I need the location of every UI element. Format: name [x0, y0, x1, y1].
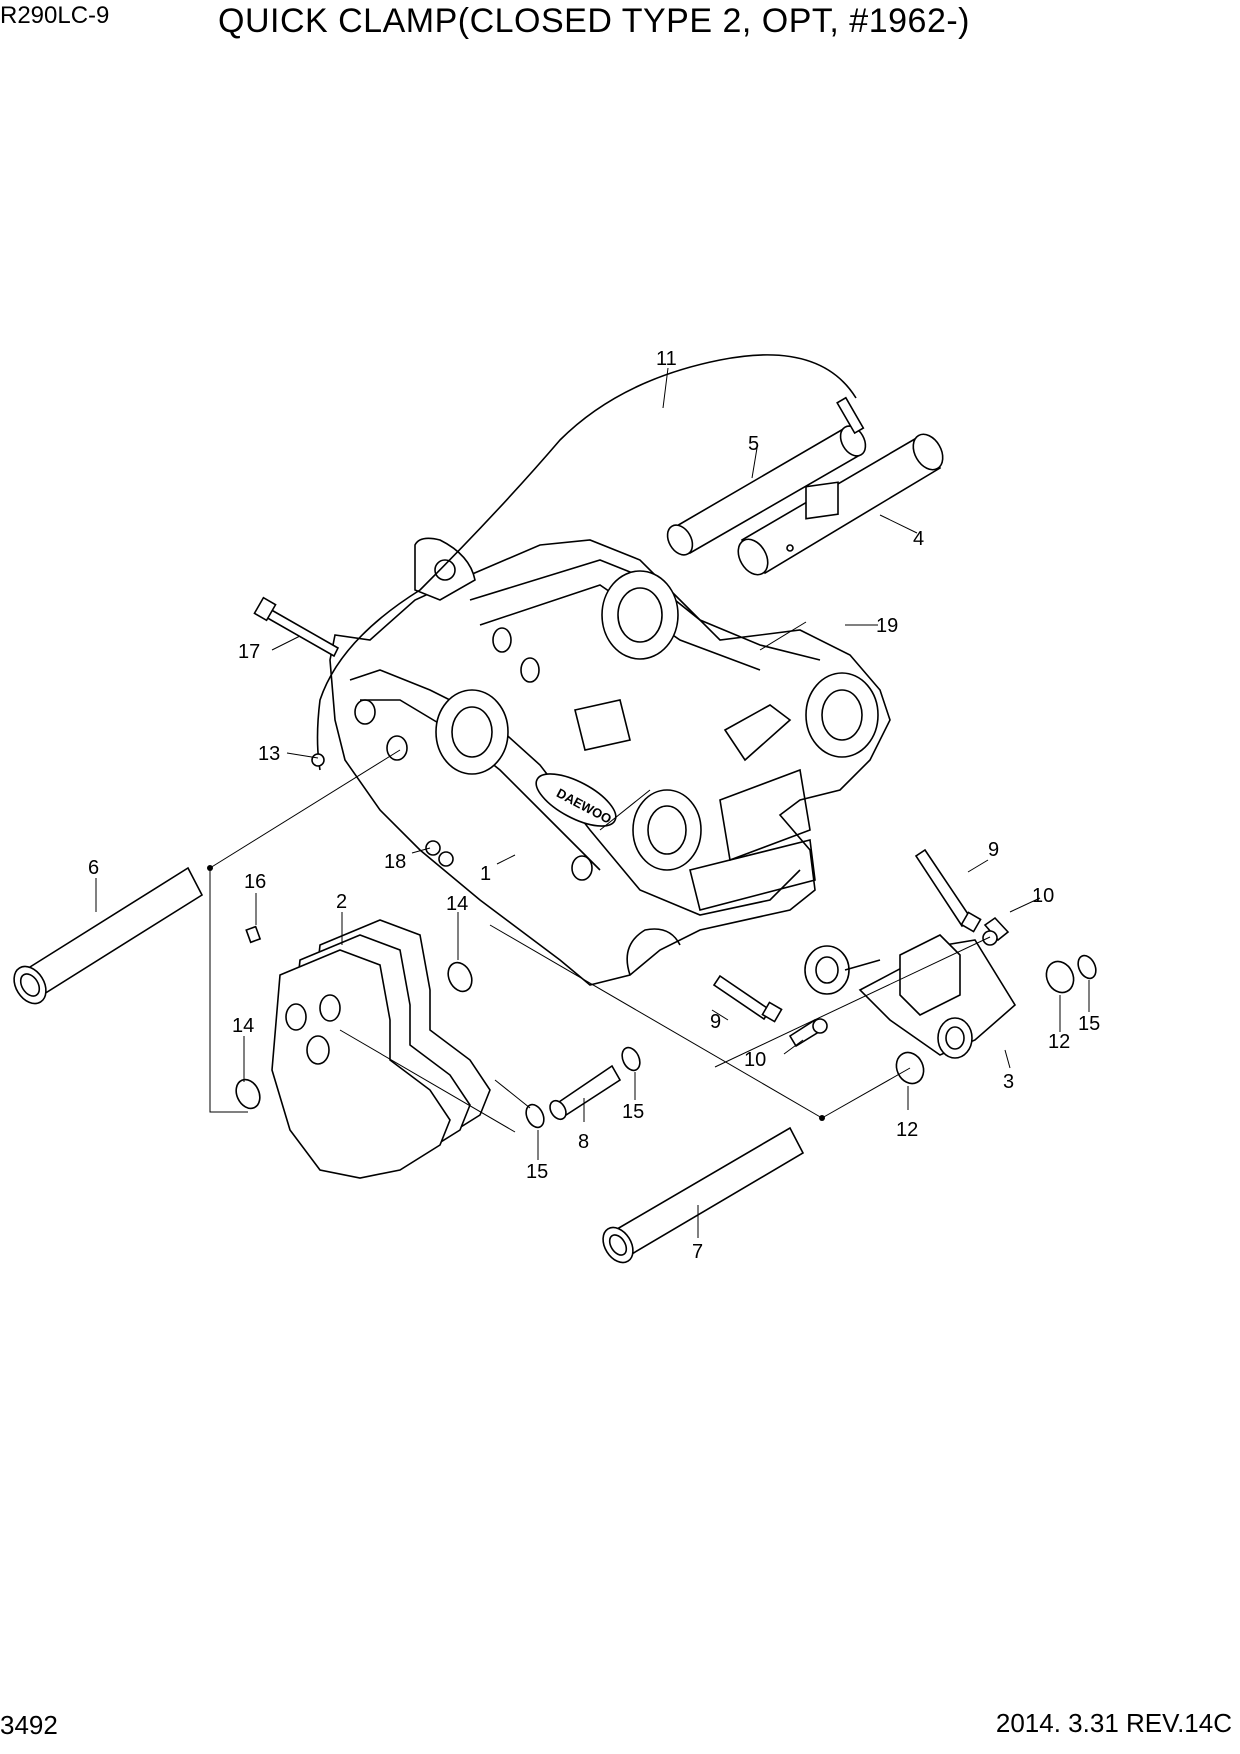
- callout-label: 12: [896, 1119, 918, 1141]
- snap-ring-part-14: [235, 1078, 261, 1110]
- snap-ring-part-15: [1077, 954, 1097, 980]
- decal-part-19: [805, 481, 839, 520]
- fitting-part-10: [982, 916, 1010, 946]
- pin-part-7: [602, 1126, 805, 1264]
- model-code: R290LC-9: [0, 2, 110, 29]
- callout-label: 13: [258, 743, 280, 765]
- callout-label: 2: [336, 891, 347, 913]
- callout-label: 16: [244, 871, 266, 893]
- pin-part-4: [737, 433, 944, 576]
- hose-part-9: [914, 848, 982, 933]
- cylinder-part-3: [804, 934, 1017, 1059]
- callout-label: 7: [692, 1241, 703, 1263]
- callout-label: 19: [876, 615, 898, 637]
- bolt-part-17: [253, 596, 340, 658]
- callout-label: 12: [1048, 1031, 1070, 1053]
- snap-ring-part-15: [621, 1046, 641, 1072]
- callout-label: 1: [480, 863, 491, 885]
- snap-ring-part-14: [447, 961, 473, 993]
- bushing-part-12: [1045, 960, 1075, 994]
- pin-part-8: [549, 1064, 622, 1121]
- snap-ring-part-15: [525, 1103, 545, 1129]
- page-title: QUICK CLAMP(CLOSED TYPE 2, OPT, #1962-): [218, 2, 970, 40]
- callout-label: 14: [232, 1015, 254, 1037]
- grease-nipple-part-16: [245, 925, 262, 944]
- callout-label: 11: [656, 348, 677, 370]
- callout-label: 3: [1003, 1071, 1014, 1093]
- fitting-part-10: [788, 1018, 828, 1048]
- callout-label: 4: [913, 528, 924, 550]
- callout-label: 18: [384, 851, 406, 873]
- pin-part-5: [666, 396, 867, 556]
- hose-part-9: [712, 974, 783, 1023]
- callout-labels: 1 2 3 4 5 6 7 8 9 9 10 10 11 12 12 13 14…: [88, 348, 1100, 1263]
- callout-label: 17: [238, 641, 260, 663]
- callout-label: 14: [446, 893, 468, 915]
- callout-label: 9: [988, 839, 999, 861]
- callout-label: 10: [1032, 885, 1054, 907]
- nut-part-18: [425, 840, 454, 867]
- page-number: 3492: [0, 1710, 58, 1740]
- assembly-lines: [207, 621, 991, 1133]
- callout-label: 5: [748, 433, 759, 455]
- hook-plate-part-2: [271, 919, 491, 1179]
- callout-label: 15: [526, 1161, 548, 1183]
- callout-label: 9: [710, 1011, 721, 1033]
- callout-label: 6: [88, 857, 99, 879]
- callout-label: 10: [744, 1049, 766, 1071]
- quick-clamp-frame: DAEWOO: [329, 537, 891, 986]
- callout-label: 15: [1078, 1013, 1100, 1035]
- callout-label: 15: [622, 1101, 644, 1123]
- callout-label: 8: [578, 1131, 589, 1153]
- callout-leaders: [95, 367, 1090, 1238]
- revision-date: 2014. 3.31 REV.14C: [995, 1708, 1232, 1738]
- wire-rope-part-11: [316, 354, 857, 771]
- pin-part-6: [13, 866, 204, 1005]
